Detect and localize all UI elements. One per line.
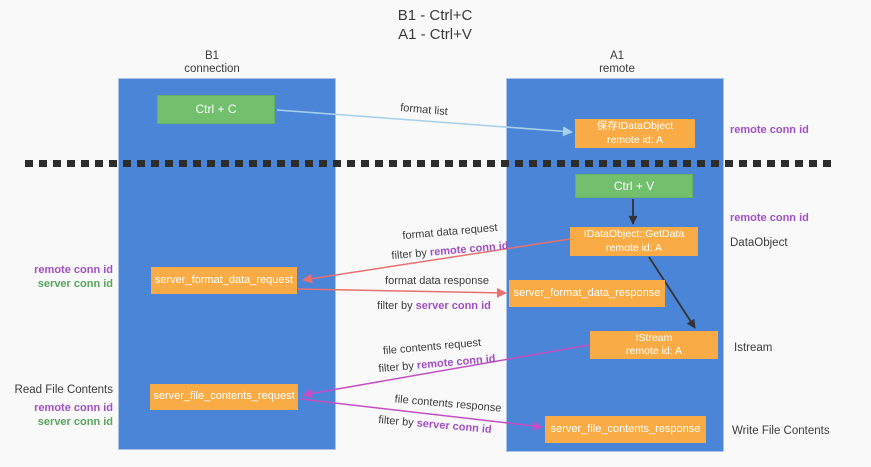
server-file-contents-request-box: server_file_contents_request bbox=[150, 384, 298, 410]
server-conn-id-text: server conn id bbox=[415, 300, 491, 312]
right-remote-conn-id-label-1: remote conn id bbox=[730, 124, 809, 136]
left-remote-conn-id-label-1: remote conn id bbox=[34, 264, 113, 276]
filter-by-server-conn-id-label-1: filter by server conn id bbox=[377, 300, 491, 312]
diagram-title: B1 - Ctrl+C A1 - Ctrl+V bbox=[330, 6, 540, 44]
server-format-data-response-box: server_format_data_response bbox=[509, 280, 665, 307]
server-format-data-request-label: server_format_data_request bbox=[154, 273, 294, 286]
session-divider-dashed-line bbox=[25, 160, 831, 167]
lane-role-connection: connection bbox=[184, 63, 240, 75]
title-line-b1: B1 - Ctrl+C bbox=[397, 7, 473, 24]
lane-name-a1: A1 bbox=[609, 50, 625, 62]
arrow-format-list bbox=[276, 109, 573, 137]
idataobject-getdata-box: IDataObject::GetData remote id: A bbox=[570, 227, 698, 256]
save-idataobject-line1: 保存IDataObject bbox=[596, 120, 674, 133]
lane-header-a1: A1 remote bbox=[557, 50, 677, 76]
arrow-file-contents-request bbox=[302, 344, 590, 399]
istream-side-label: Istream bbox=[734, 342, 773, 354]
lane-name-b1: B1 bbox=[204, 50, 220, 62]
server-format-data-response-label: server_format_data_response bbox=[513, 286, 661, 299]
istream-line2: remote id: A bbox=[625, 345, 683, 357]
title-line-a1: A1 - Ctrl+V bbox=[398, 26, 472, 43]
arrow-getdata-to-istream bbox=[648, 256, 696, 329]
save-idataobject-box: 保存IDataObject remote id: A bbox=[575, 119, 695, 148]
filter-by-text: filter by bbox=[377, 300, 416, 312]
server-format-data-request-box: server_format_data_request bbox=[151, 267, 297, 294]
arrow-format-data-request bbox=[302, 238, 571, 284]
server-file-contents-request-label: server_file_contents_request bbox=[153, 390, 295, 403]
write-file-contents-label: Write File Contents bbox=[732, 425, 830, 437]
server-file-contents-response-label: server_file_contents_response bbox=[550, 422, 701, 435]
istream-box: IStream remote id: A bbox=[590, 331, 718, 359]
arrow-format-data-response bbox=[297, 287, 507, 298]
ctrl-v-box: Ctrl + V bbox=[575, 174, 693, 198]
idataobject-getdata-line1: IDataObject::GetData bbox=[583, 228, 685, 241]
ctrl-c-label: Ctrl + C bbox=[195, 102, 237, 116]
left-remote-conn-id-label-2: remote conn id bbox=[34, 402, 113, 414]
server-file-contents-response-box: server_file_contents_response bbox=[545, 416, 706, 443]
dataobject-label: DataObject bbox=[730, 237, 788, 249]
left-server-conn-id-label-1: server conn id bbox=[37, 278, 113, 290]
right-remote-conn-id-label-2: remote conn id bbox=[730, 212, 809, 224]
istream-line1: IStream bbox=[635, 331, 673, 344]
left-server-conn-id-label-2: server conn id bbox=[37, 416, 113, 428]
lane-header-b1: B1 connection bbox=[152, 50, 272, 76]
ctrl-c-box: Ctrl + C bbox=[157, 95, 275, 124]
arrow-file-contents-response bbox=[299, 398, 543, 431]
read-file-contents-label: Read File Contents bbox=[14, 384, 113, 396]
ctrl-v-label: Ctrl + V bbox=[613, 178, 655, 193]
save-idataobject-line2: remote id: A bbox=[606, 133, 664, 146]
idataobject-getdata-line2: remote id: A bbox=[605, 241, 663, 254]
format-data-response-label: format data response bbox=[385, 275, 489, 287]
lane-role-remote: remote bbox=[599, 63, 635, 75]
